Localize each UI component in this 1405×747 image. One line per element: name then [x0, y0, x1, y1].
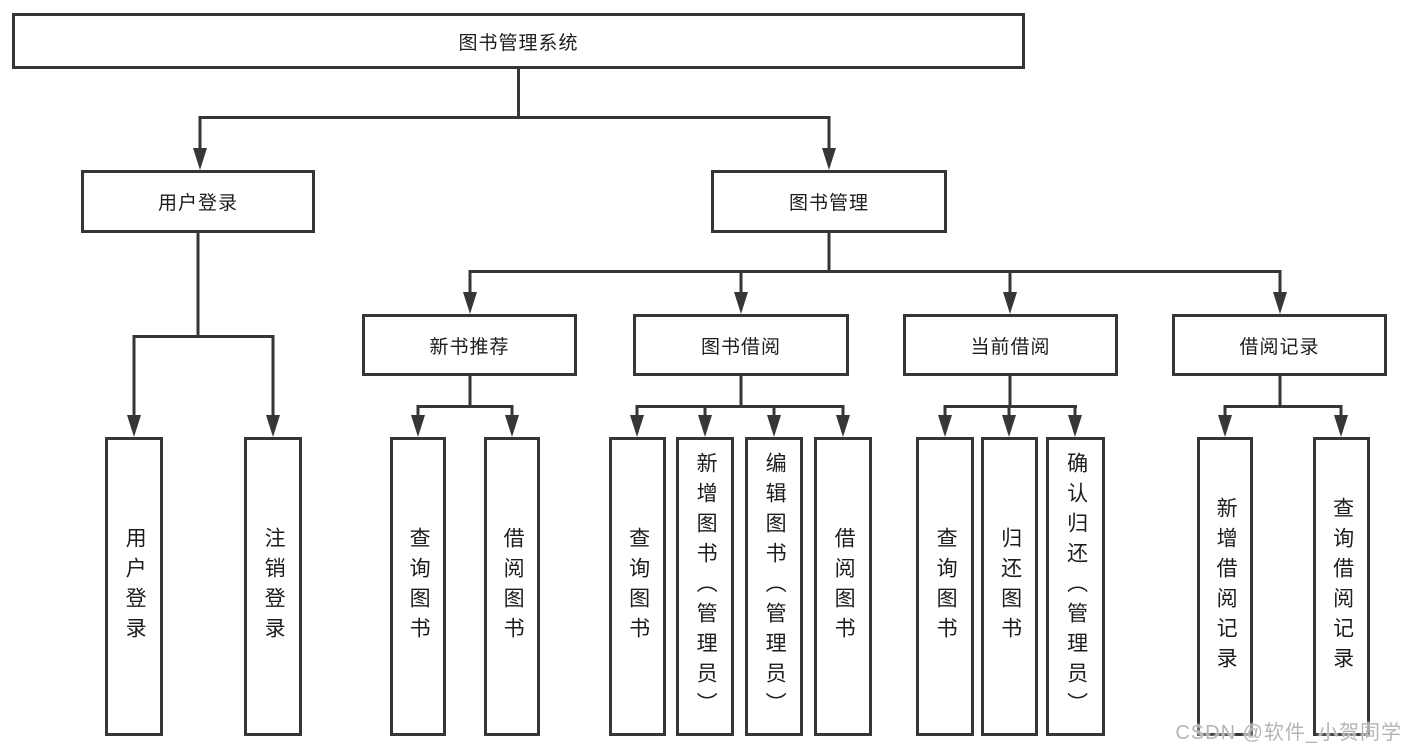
node-label: 新书推荐: [429, 336, 510, 358]
node-leaf-logout: 注销登录: [244, 437, 302, 736]
node-label: 编辑图书（管理员）: [763, 451, 787, 722]
node-new-book-recommendation: 新书推荐: [362, 314, 577, 376]
node-current-borrowing: 当前借阅: [903, 314, 1118, 376]
node-leaf-borrow-books-recommend: 借阅图书: [484, 437, 540, 736]
node-label: 注销登录: [262, 526, 286, 647]
node-leaf-borrow-books-borrowing: 借阅图书: [814, 437, 872, 736]
node-leaf-query-books-recommend: 查询图书: [390, 437, 446, 736]
node-label: 查询图书: [407, 526, 431, 647]
node-user-login-module: 用户登录: [81, 170, 315, 233]
node-label: 借阅记录: [1239, 336, 1320, 358]
node-label: 图书管理: [788, 193, 869, 214]
node-label: 归还图书: [998, 526, 1022, 647]
node-borrowing-records: 借阅记录: [1172, 314, 1387, 376]
node-leaf-confirm-return-admin: 确认归还（管理员）: [1046, 437, 1105, 736]
node-leaf-query-books-current: 查询图书: [916, 437, 974, 736]
node-label: 查询图书: [626, 526, 650, 647]
node-label: 图书管理系统: [458, 32, 579, 54]
node-leaf-edit-books-admin: 编辑图书（管理员）: [745, 437, 803, 736]
node-leaf-add-books-admin: 新增图书（管理员）: [676, 437, 734, 736]
csdn-watermark: CSDN @软件_小贺同学: [1175, 722, 1402, 744]
node-leaf-query-borrow-record: 查询借阅记录: [1313, 437, 1370, 736]
arrowheads: [127, 148, 1348, 437]
node-leaf-return-books: 归还图书: [981, 437, 1038, 736]
node-leaf-add-borrow-record: 新增借阅记录: [1197, 437, 1253, 736]
node-label: 新增图书（管理员）: [694, 451, 718, 722]
node-label: 新增借阅记录: [1214, 496, 1238, 677]
node-label: 查询借阅记录: [1330, 496, 1354, 677]
node-label: 用户登录: [157, 193, 238, 214]
node-leaf-user-login: 用户登录: [105, 437, 163, 736]
node-label: 借阅图书: [501, 526, 525, 647]
node-label: 确认归还（管理员）: [1064, 451, 1088, 722]
node-book-borrowing: 图书借阅: [633, 314, 849, 376]
node-library-system: 图书管理系统: [12, 13, 1025, 69]
node-label: 借阅图书: [832, 526, 856, 647]
node-label: 用户登录: [123, 526, 147, 647]
node-leaf-query-books-borrowing: 查询图书: [609, 437, 666, 736]
node-label: 当前借阅: [970, 336, 1051, 358]
node-label: 查询图书: [934, 526, 958, 647]
node-book-management-module: 图书管理: [711, 170, 947, 233]
node-label: 图书借阅: [700, 336, 781, 358]
